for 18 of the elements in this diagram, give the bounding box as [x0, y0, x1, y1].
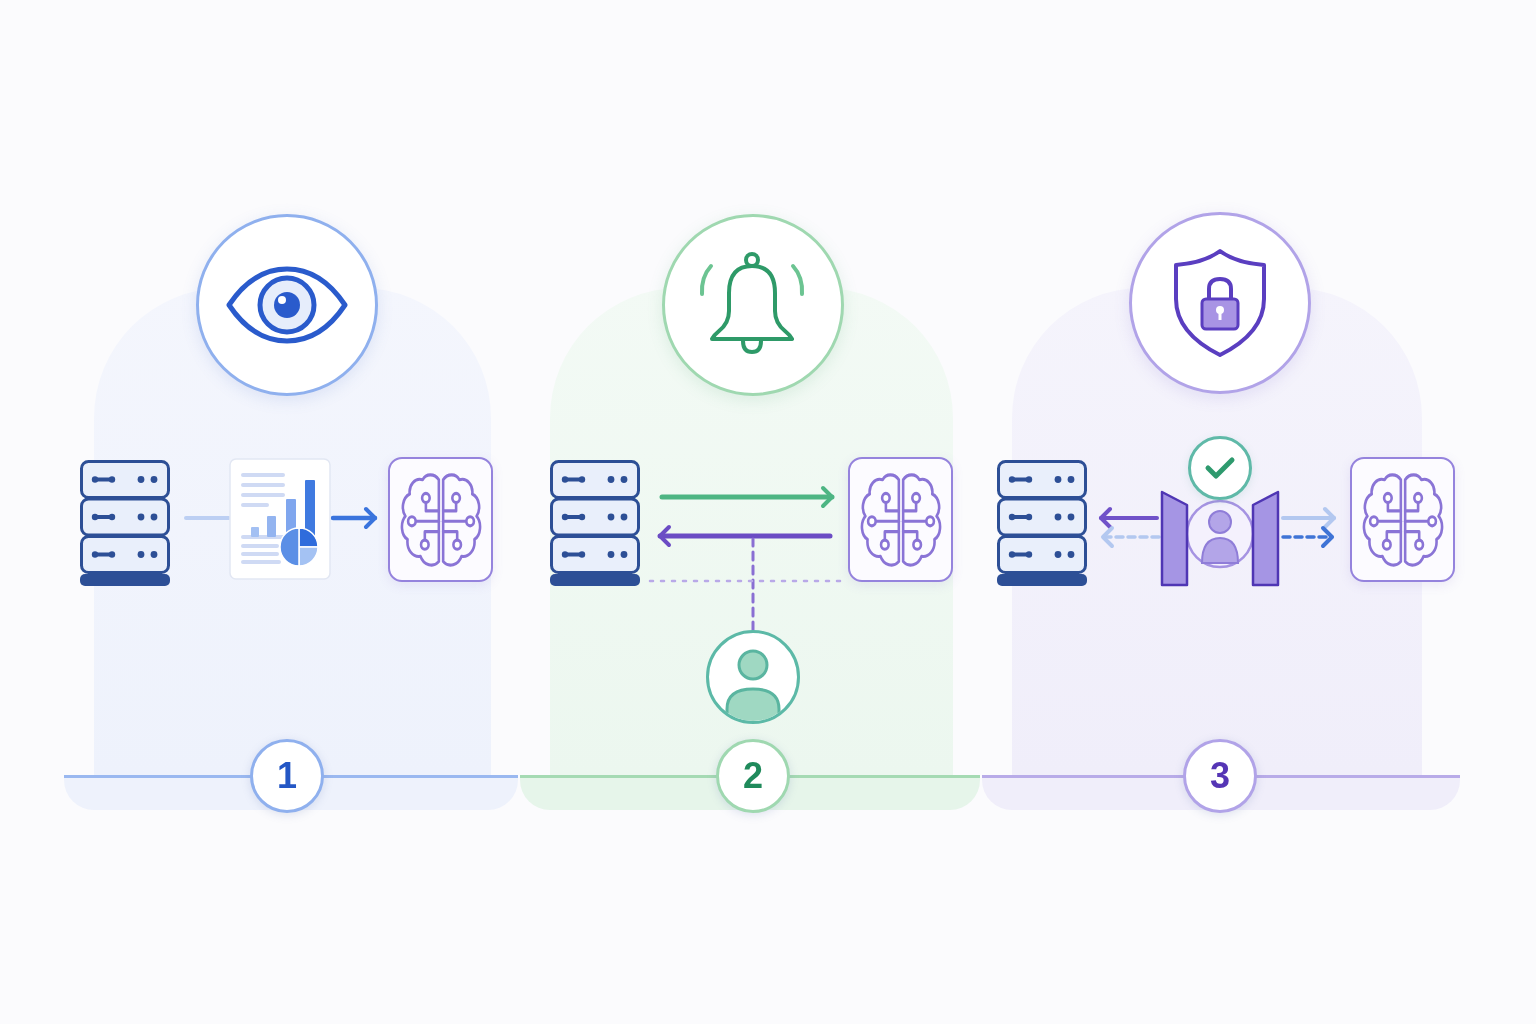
- security-gate-icon: [1160, 488, 1280, 588]
- brain-circuit-icon: [388, 457, 493, 582]
- connector-line: [184, 516, 231, 520]
- arrow: [1281, 507, 1336, 529]
- arrow: [1099, 507, 1159, 529]
- arrow: [657, 525, 833, 547]
- brain-circuit-icon: [1350, 457, 1455, 582]
- dashed-connector-line: [751, 537, 755, 632]
- arrow: [330, 507, 378, 529]
- server-rack-icon: [550, 460, 640, 586]
- dashed-connector-line: [648, 579, 844, 583]
- dashed-arrow: [1101, 526, 1161, 548]
- report-chart-icon: [229, 458, 331, 580]
- server-rack-icon: [80, 460, 170, 586]
- arrow: [659, 486, 835, 508]
- brain-circuit-icon: [848, 457, 953, 582]
- dashed-arrow: [1281, 526, 1334, 548]
- server-rack-icon: [997, 460, 1087, 586]
